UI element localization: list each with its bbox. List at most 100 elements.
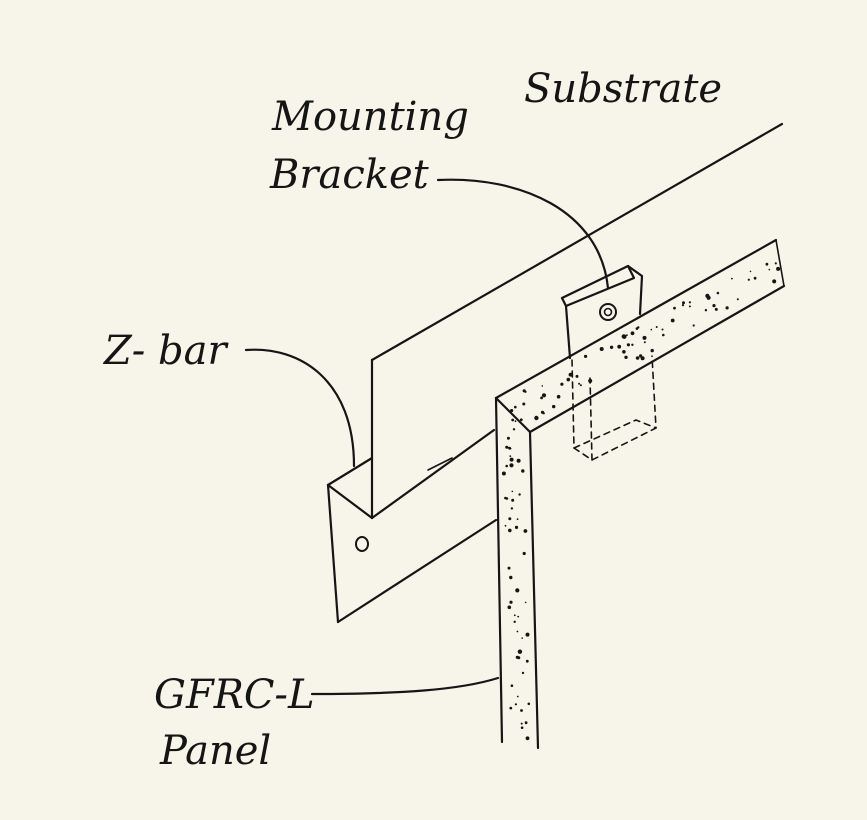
speckle (506, 446, 509, 449)
speckle (640, 356, 645, 361)
gfrc-texture (501, 262, 781, 741)
speckle (508, 517, 512, 521)
speckle (505, 497, 509, 500)
speckle (578, 382, 581, 385)
speckle (501, 471, 506, 476)
speckle (523, 529, 528, 533)
speckle (688, 305, 691, 308)
speckle (512, 428, 516, 431)
speckle (516, 458, 521, 463)
speckle (522, 551, 526, 556)
speckle (509, 575, 513, 580)
speckle (575, 374, 579, 378)
speckle (716, 291, 720, 295)
mounting-bracket (560, 264, 657, 461)
leader-mounting-bracket (436, 178, 610, 290)
speckle (524, 721, 528, 725)
label-gfrc-l: GFRC-L (154, 672, 315, 718)
speckle (517, 656, 521, 660)
speckle (541, 385, 544, 387)
speckle (725, 306, 729, 310)
speckle (525, 659, 529, 663)
speckle (774, 262, 777, 265)
leader-lines (244, 178, 610, 696)
speckle (509, 706, 513, 710)
speckle (650, 348, 654, 353)
speckle (505, 464, 509, 468)
speckle (521, 637, 523, 639)
speckle (506, 436, 510, 440)
speckle (772, 279, 777, 284)
speckle (753, 276, 757, 280)
speckle (510, 507, 514, 510)
label-z-bar: Z- bar (102, 328, 229, 374)
speckle (508, 528, 512, 533)
speckle (516, 695, 519, 698)
substrate-plate (370, 122, 784, 520)
speckle (650, 328, 653, 331)
speckle (736, 298, 739, 301)
speckle (635, 356, 640, 360)
speckle (568, 372, 573, 377)
speckle (706, 295, 711, 300)
bracket-bolt-outer (599, 303, 617, 321)
speckle (507, 566, 511, 570)
speckle (670, 318, 675, 323)
speckle (540, 396, 543, 400)
speckle (731, 277, 733, 280)
speckle (631, 343, 634, 346)
speckle (556, 394, 561, 399)
speckle (624, 355, 628, 359)
label-panel: Panel (159, 728, 271, 774)
speckle (768, 268, 771, 271)
label-bracket: Bracket (269, 152, 430, 198)
speckle (747, 278, 750, 281)
speckle (688, 301, 692, 304)
speckle (681, 304, 685, 307)
speckle (511, 498, 515, 502)
speckle (514, 405, 517, 409)
label-substrate: Substrate (524, 66, 722, 112)
speckle (692, 324, 695, 327)
speckle (520, 722, 523, 725)
label-mounting: Mounting (271, 94, 469, 140)
speckle (714, 307, 718, 311)
speckle (510, 409, 514, 413)
speckle (509, 447, 512, 450)
speckle (777, 268, 780, 271)
speckle (509, 455, 512, 457)
speckle (525, 632, 530, 637)
speckle (542, 412, 545, 415)
speckle (704, 309, 708, 312)
speckle (521, 671, 525, 675)
speckle (765, 262, 769, 266)
z-bar (326, 428, 498, 624)
speckle (510, 684, 514, 687)
speckle (520, 709, 523, 712)
speckle (514, 420, 517, 423)
speckle (517, 649, 523, 654)
speckle (515, 588, 520, 593)
speckle (560, 382, 564, 386)
speckle (662, 333, 665, 337)
speckle (552, 404, 556, 409)
speckle (621, 334, 626, 339)
speckle (609, 345, 614, 349)
speckle (524, 601, 527, 604)
speckle (507, 605, 512, 610)
speckle (584, 354, 588, 358)
leader-gfrc-panel (310, 676, 500, 696)
speckle (643, 341, 646, 344)
leader-z-bar (244, 348, 356, 468)
speckle (509, 457, 514, 462)
speckle (513, 614, 516, 617)
speckle (514, 525, 519, 530)
speckle (517, 615, 520, 618)
speckle (661, 328, 664, 331)
speckle (519, 418, 523, 422)
speckle (513, 620, 516, 623)
speckle (509, 463, 514, 468)
speckle (642, 335, 647, 340)
